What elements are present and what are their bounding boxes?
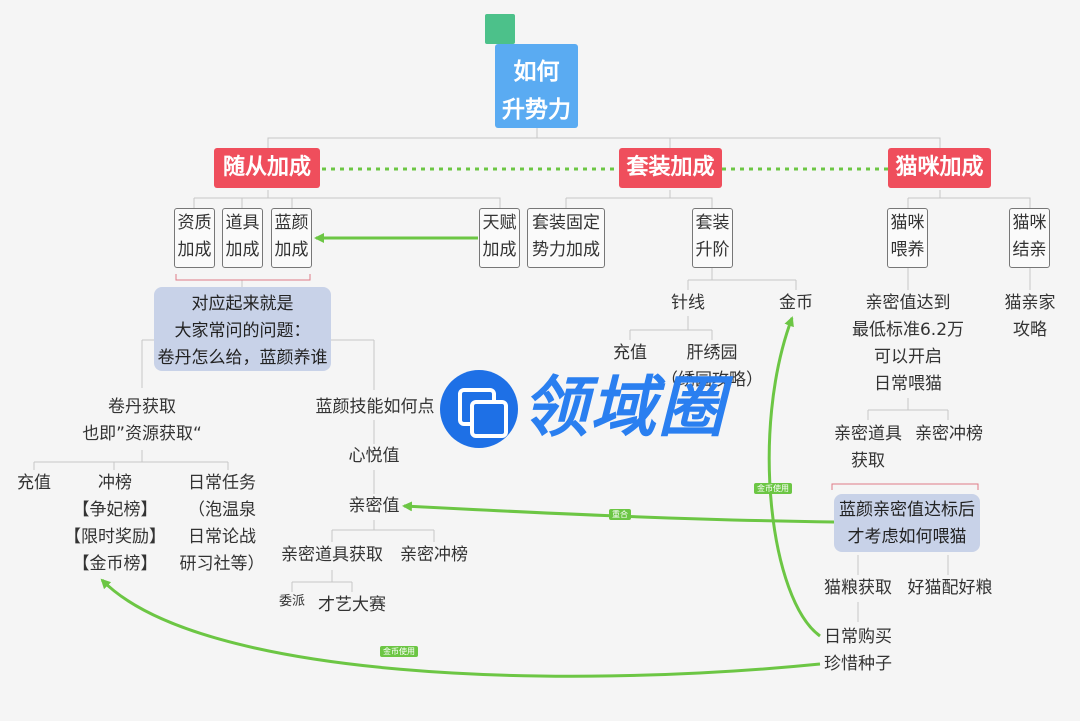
callout-questions: 对应起来就是 大家常问的问题： 卷丹怎么给，蓝颜养谁 [154, 287, 331, 371]
node-cat-guide-line-1: 猫亲家 [1004, 293, 1056, 313]
node-rank: 冲榜 【争妃榜】 【限时奖励】 【金币榜】 [60, 470, 170, 578]
node-juandan-line-2: 也即”资源获取“ [82, 424, 202, 444]
box-aptitude-line-2: 加成 [177, 240, 212, 260]
box-cat-feed-line-1: 猫咪 [890, 213, 925, 233]
node-rank-line-2: 【争妃榜】 [72, 500, 158, 520]
box-cat-marry: 猫咪 结亲 [1009, 208, 1050, 268]
box-fixed-line-1: 套装固定 [532, 213, 600, 233]
node-daily-line-4: 研习社等） [179, 554, 265, 574]
node-talent-contest: 才艺大赛 [318, 595, 386, 615]
watermark-text: 领域圈 [522, 369, 726, 446]
node-cat-items-line-2: 获取 [851, 451, 885, 471]
category-outfit: 套装加成 [619, 148, 722, 188]
node-garden: 肝绣园 （绣园攻略） [660, 340, 764, 394]
box-lanyan: 蓝颜 加成 [271, 208, 312, 268]
box-upgrade-line-2: 升阶 [695, 240, 730, 260]
box-upgrade-line-1: 套装 [695, 213, 730, 233]
box-cat-feed: 猫咪 喂养 [887, 208, 928, 268]
node-cat-items-line-1: 亲密道具 [834, 424, 902, 444]
box-lanyan-line-2: 加成 [274, 240, 309, 260]
node-skill: 蓝颜技能如何点 [315, 397, 435, 417]
node-threshold-line-4: 日常喂猫 [874, 374, 942, 394]
tag-coin-use-2: 金币使用 [380, 646, 418, 657]
node-juandan: 卷丹获取 也即”资源获取“ [62, 394, 222, 448]
callout-cat-line-1: 蓝颜亲密值达标后 [839, 500, 975, 520]
root-line-2: 升势力 [502, 97, 571, 123]
node-rank-line-3: 【限时奖励】 [64, 527, 166, 547]
root-node: 如何 升势力 [495, 44, 578, 128]
box-talent-line-1: 天赋 [482, 213, 517, 233]
node-cat-guide-line-2: 攻略 [1013, 320, 1047, 340]
node-recharge-left: 充值 [17, 473, 51, 493]
node-needle: 针线 [671, 293, 705, 313]
node-intimacy-rank: 亲密冲榜 [400, 545, 468, 565]
box-aptitude: 资质 加成 [174, 208, 215, 268]
node-recharge-right: 充值 [613, 343, 647, 363]
callout-cat: 蓝颜亲密值达标后 才考虑如何喂猫 [834, 494, 980, 552]
node-garden-line-2: （绣园攻略） [661, 370, 763, 390]
node-threshold-line-2: 最低标准6.2万 [851, 320, 965, 340]
node-cat-items: 亲密道具 获取 [826, 421, 910, 475]
box-cat-marry-line-2: 结亲 [1012, 240, 1047, 260]
node-good-food: 好猫配好粮 [907, 578, 993, 598]
node-coin: 金币 [779, 293, 813, 313]
box-fixed: 套装固定 势力加成 [527, 208, 605, 268]
root-line-1: 如何 [513, 59, 560, 85]
logo-square-icon-2 [470, 400, 508, 438]
node-threshold-line-3: 可以开启 [874, 347, 942, 367]
box-cat-feed-line-2: 喂养 [890, 240, 925, 260]
node-daily: 日常任务 （泡温泉 日常论战 研习社等） [172, 470, 272, 578]
callout-questions-line-1: 对应起来就是 [191, 294, 294, 314]
box-item-line-2: 加成 [225, 240, 260, 260]
node-xinyue: 心悦值 [348, 446, 400, 466]
corner-marker [485, 14, 515, 44]
box-fixed-line-2: 势力加成 [532, 240, 600, 260]
node-intimacy-items: 亲密道具获取 [281, 545, 383, 565]
node-cat-guide: 猫亲家 攻略 [996, 290, 1064, 344]
node-daily-line-2: （泡温泉 [188, 500, 256, 520]
callout-questions-line-2: 大家常问的问题： [174, 321, 311, 341]
tag-coin-use-1: 金币使用 [754, 483, 792, 494]
node-daily-line-3: 日常论战 [188, 527, 256, 547]
node-daily-buy-line-2: 珍惜种子 [824, 654, 892, 674]
node-cat-food: 猫粮获取 [824, 578, 892, 598]
node-rank-line-4: 【金币榜】 [72, 554, 158, 574]
box-item-line-1: 道具 [225, 213, 260, 233]
box-talent-line-2: 加成 [482, 240, 517, 260]
node-daily-line-1: 日常任务 [188, 473, 256, 493]
node-juandan-line-1: 卷丹获取 [108, 397, 176, 417]
node-rank-line-1: 冲榜 [98, 473, 132, 493]
callout-questions-line-3: 卷丹怎么给，蓝颜养谁 [157, 348, 328, 368]
box-item: 道具 加成 [222, 208, 263, 268]
box-upgrade: 套装 升阶 [692, 208, 733, 268]
category-cat: 猫咪加成 [888, 148, 991, 188]
category-attendant: 随从加成 [214, 148, 320, 188]
node-intimacy: 亲密值 [348, 496, 400, 516]
node-daily-buy: 日常购买 珍惜种子 [820, 624, 896, 678]
callout-cat-line-2: 才考虑如何喂猫 [847, 527, 967, 547]
box-lanyan-line-1: 蓝颜 [274, 213, 309, 233]
node-cat-rank: 亲密冲榜 [915, 424, 983, 444]
node-daily-buy-line-1: 日常购买 [824, 627, 892, 647]
tag-overlap: 重合 [609, 509, 631, 520]
box-talent: 天赋 加成 [479, 208, 520, 268]
node-threshold-line-1: 亲密值达到 [865, 293, 951, 313]
box-cat-marry-line-1: 猫咪 [1012, 213, 1047, 233]
box-aptitude-line-1: 资质 [177, 213, 212, 233]
node-garden-line-1: 肝绣园 [686, 343, 738, 363]
node-dispatch: 委派 [278, 594, 305, 609]
node-threshold: 亲密值达到 最低标准6.2万 可以开启 日常喂猫 [844, 290, 972, 398]
